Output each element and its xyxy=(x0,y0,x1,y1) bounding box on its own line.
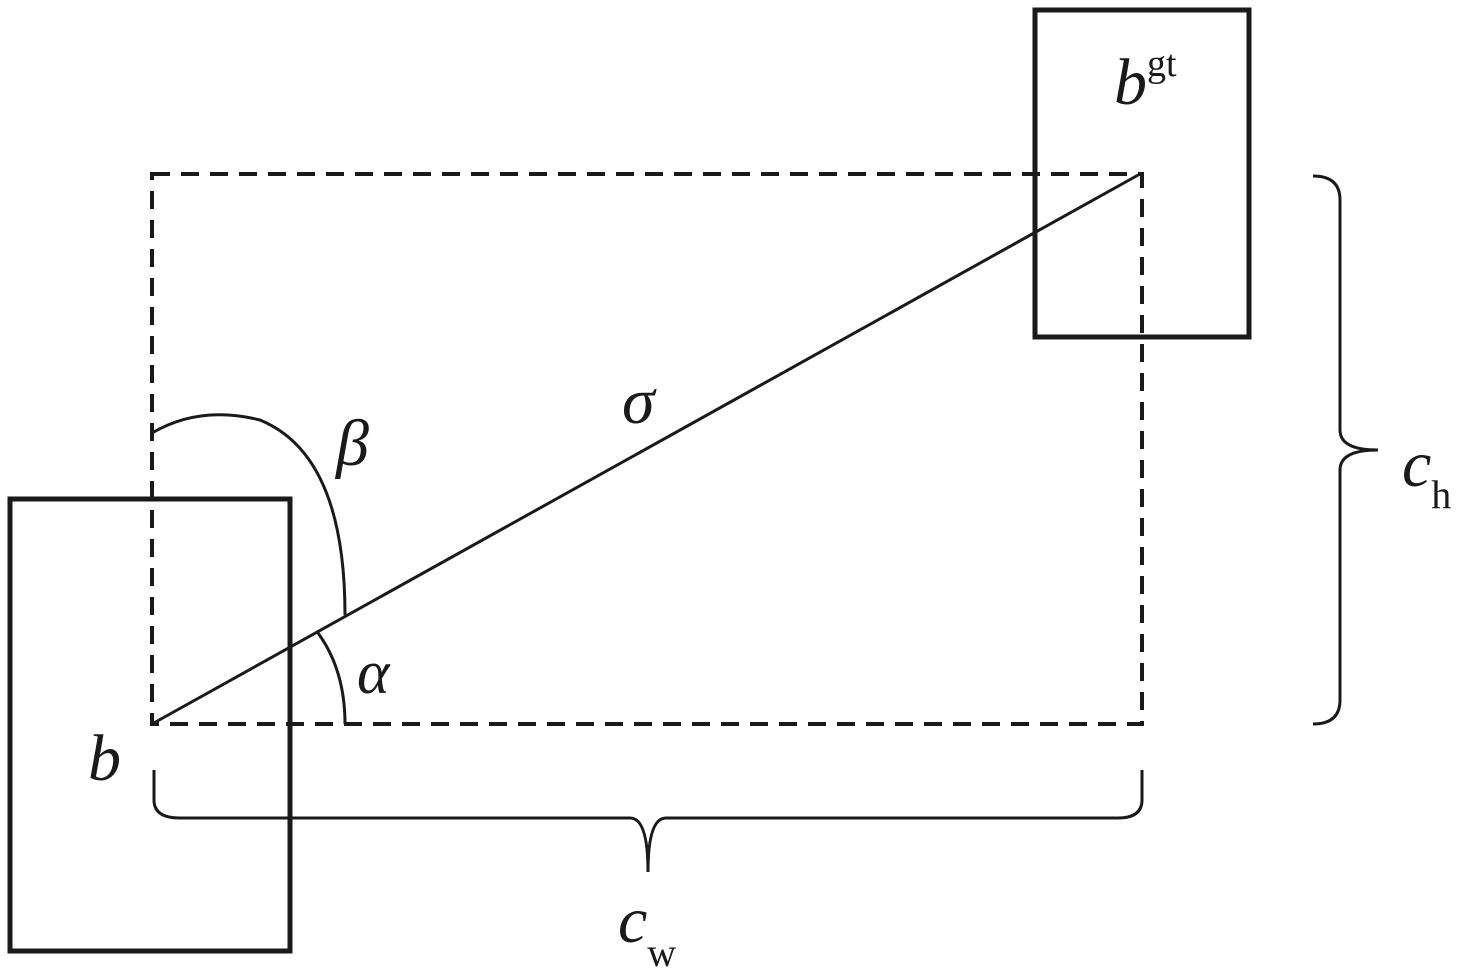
label-alpha: α xyxy=(357,639,391,707)
alpha-arc xyxy=(316,632,347,725)
label-sigma: σ xyxy=(622,365,657,438)
label-b: b xyxy=(88,722,121,795)
height-brace xyxy=(1312,174,1379,726)
label-b-gt: bgt xyxy=(1114,43,1177,119)
width-brace xyxy=(152,770,1144,873)
label-c-h: ch xyxy=(1402,428,1451,517)
beta-arc xyxy=(151,413,347,616)
sigma-line xyxy=(151,172,1141,726)
label-beta: β xyxy=(334,407,369,480)
label-c-w: cw xyxy=(618,884,676,975)
center-offset-rect xyxy=(150,172,1144,726)
